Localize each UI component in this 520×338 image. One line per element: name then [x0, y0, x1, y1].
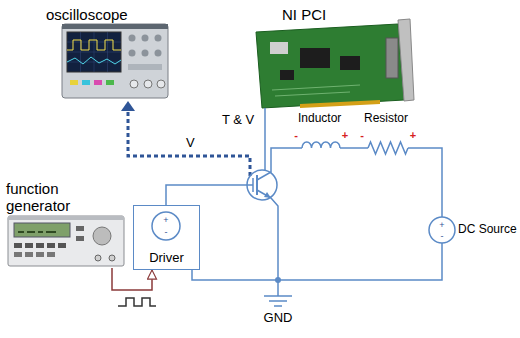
device-name: function generator — [6, 180, 91, 215]
card-connector — [386, 38, 398, 78]
inductor-symbol — [302, 142, 340, 148]
card-board — [256, 24, 404, 108]
daq-signal-line — [264, 108, 266, 170]
signal-name: V — [186, 136, 195, 151]
part-name: DC Source — [458, 223, 517, 237]
generator-button — [47, 243, 55, 248]
scope-connector — [157, 80, 165, 88]
scope-button — [82, 80, 90, 85]
scope-button — [70, 80, 78, 85]
box-label: Driver — [149, 251, 184, 266]
igbt-arrow — [264, 192, 271, 198]
scope-connector — [130, 80, 138, 88]
scope-panel — [128, 64, 162, 70]
polarity-sign: + — [439, 221, 444, 230]
scope-knob — [142, 50, 149, 57]
polarity-sign: + — [163, 216, 168, 225]
emitter-wire — [271, 198, 278, 280]
generator-button — [47, 252, 55, 257]
generator-output — [109, 255, 115, 261]
device-name: NI PCI — [282, 6, 326, 23]
part-name: Resistor — [364, 112, 408, 126]
scope-button — [94, 80, 102, 85]
probe-arrowhead — [121, 101, 135, 111]
scope-connector — [144, 80, 152, 88]
wire — [340, 147, 368, 149]
function-generator: function generator — [4, 180, 126, 268]
card-bracket — [398, 19, 414, 101]
oscilloscope-device: oscilloscope — [42, 2, 170, 100]
card-part — [270, 42, 288, 54]
igbt-emitter — [257, 190, 271, 198]
generator-button — [25, 243, 33, 248]
generator-button — [36, 252, 44, 257]
generator-button — [58, 243, 66, 248]
card-chip — [300, 48, 330, 68]
scope-knob — [142, 35, 149, 42]
generator-button — [36, 243, 44, 248]
polarity-sign: - — [165, 228, 168, 237]
generator-button — [25, 252, 33, 257]
signal-name: T & V — [222, 113, 254, 128]
resistor-symbol — [368, 142, 408, 154]
scope-grid — [67, 32, 121, 72]
polarity-sign: + — [410, 129, 416, 142]
collector-wire — [257, 148, 302, 180]
generator-button — [14, 252, 22, 257]
ground-wire — [192, 243, 442, 280]
driver-source-symbol — [152, 212, 180, 240]
scope-trace — [67, 40, 121, 50]
card-chip — [280, 70, 294, 80]
generator-display — [14, 223, 70, 237]
dc-source-symbol — [429, 217, 455, 243]
polarity-sign: + — [342, 129, 348, 142]
scope-top-band — [62, 24, 168, 29]
generator-button — [76, 226, 84, 231]
scope-knob — [155, 35, 162, 42]
generator-output — [95, 255, 101, 261]
scope-knob — [129, 50, 136, 57]
square-wave-symbol — [118, 298, 156, 306]
polarity-sign: - — [294, 129, 298, 142]
card-traces — [272, 85, 360, 96]
igbt-channel — [256, 175, 258, 195]
polarity-sign: - — [441, 232, 444, 241]
scope-body — [62, 24, 168, 98]
scope-screen — [67, 32, 121, 72]
generator-body — [8, 216, 124, 266]
function-generator-picture — [8, 216, 124, 266]
card-chip — [340, 56, 360, 70]
generator-button — [14, 243, 22, 248]
scope-knob — [155, 50, 162, 57]
ground-label: GND — [264, 311, 293, 326]
part-name: Inductor — [298, 112, 341, 126]
generator-knob — [93, 227, 111, 245]
scope-trace — [67, 57, 121, 64]
scope-button — [106, 80, 114, 85]
daq-card: NI PCI — [250, 2, 418, 110]
generator-digits — [18, 231, 56, 233]
wire — [408, 148, 442, 217]
generator-button — [76, 236, 84, 241]
polarity-sign: - — [360, 129, 364, 142]
signal-connector — [112, 268, 152, 290]
oscilloscope-picture — [62, 24, 168, 98]
device-name: oscilloscope — [46, 6, 128, 23]
gate-wire — [166, 185, 253, 205]
scope-knob — [129, 35, 136, 42]
ground-symbol — [264, 280, 292, 306]
daq-card-picture — [256, 19, 414, 108]
generator-top — [8, 216, 124, 220]
card-fingers — [300, 100, 380, 108]
